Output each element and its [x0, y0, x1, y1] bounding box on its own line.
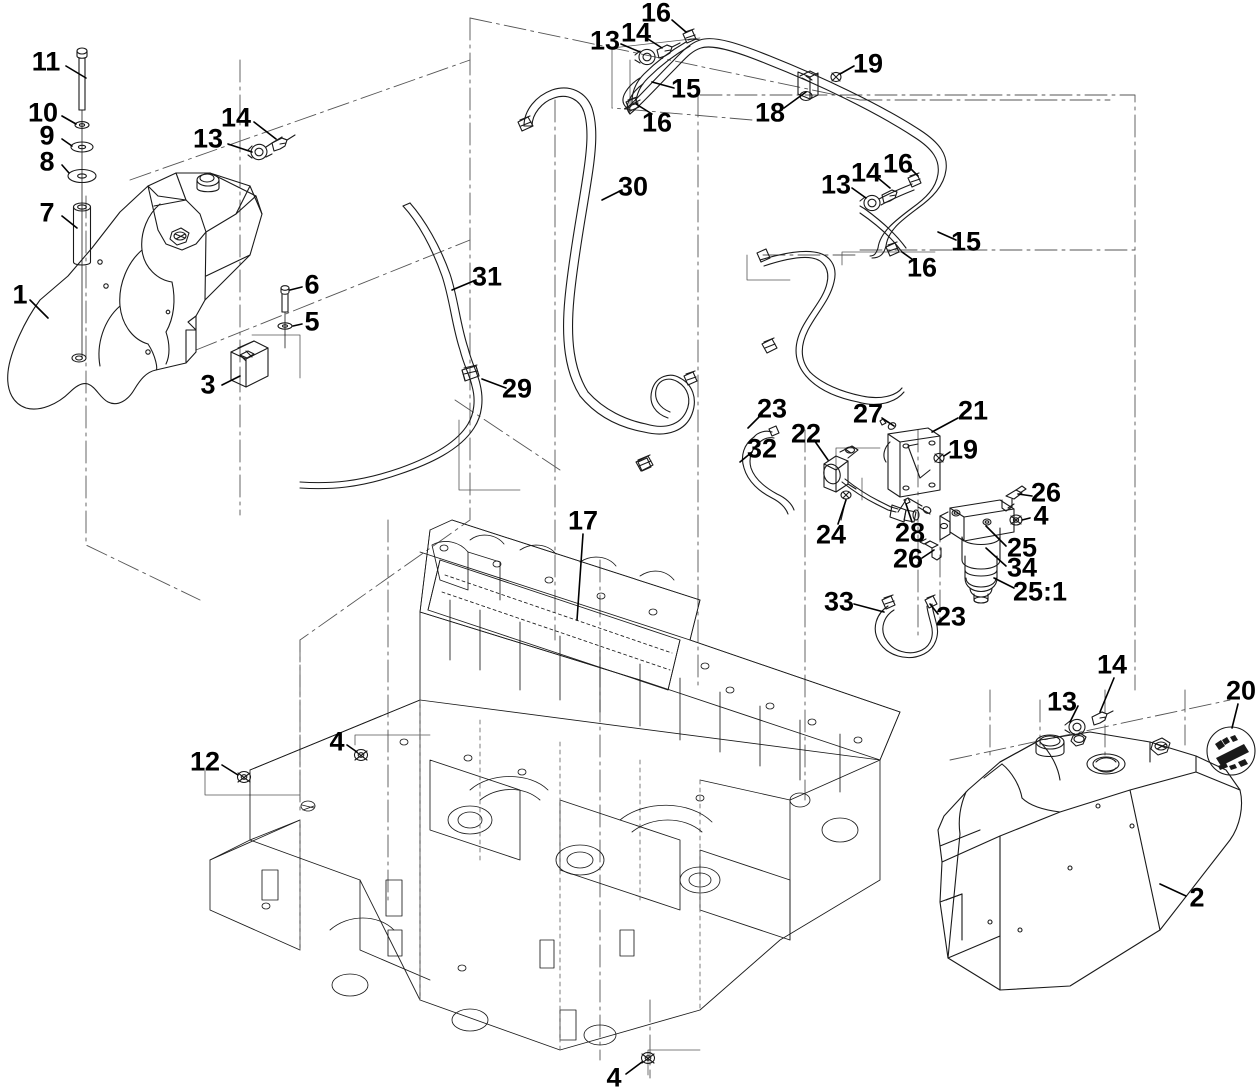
hose-clamp-23-lower-right: [924, 594, 938, 609]
callout-7: 7: [39, 197, 55, 228]
callout-4-frame-left: 4: [329, 726, 345, 757]
callout-26-top: 26: [1030, 477, 1062, 508]
callout-16-upper-left: 16: [641, 107, 673, 138]
hardware-stack-left: [67, 47, 97, 359]
callout-20: 20: [1225, 675, 1257, 706]
callout-29: 29: [501, 373, 533, 404]
hose-clamp-30-end: [517, 115, 534, 132]
bolt-28: [897, 497, 932, 515]
callout-10: 10: [27, 97, 59, 128]
fuel-pump-22: [823, 445, 932, 523]
callout-26-left: 26: [892, 543, 924, 574]
callout-16-top: 16: [640, 0, 672, 28]
engine-frame-17: [209, 519, 901, 1051]
callout-23-pump: 23: [756, 393, 788, 424]
callout-32: 32: [746, 433, 778, 464]
frame-fasteners: [261, 544, 863, 972]
callout-16-right-low: 16: [906, 252, 938, 283]
grommet-13-right: [859, 194, 881, 212]
callout-14-left-tank: 14: [220, 102, 252, 133]
grommet-13-right-tank: [1064, 718, 1086, 736]
fuel-line-15-right: [859, 172, 922, 257]
callout-22: 22: [790, 418, 822, 449]
callout-19-upper: 19: [852, 48, 884, 79]
callout-14-right-tank: 14: [1096, 649, 1128, 680]
callout-23-lower: 23: [935, 601, 967, 632]
callout-21: 21: [957, 395, 989, 426]
callout-2: 2: [1189, 882, 1205, 913]
tank-port-right: [1070, 732, 1087, 747]
elbow-fitting-26-left: [919, 538, 942, 561]
hose-clamp-16-right-top: [907, 172, 922, 188]
hose-clamp-29: [461, 364, 480, 382]
fuel-hose-30: [517, 87, 647, 433]
frame-nut-12: [236, 770, 252, 784]
callout-25: 25: [1006, 532, 1038, 563]
grommet-fitting-left-tank: [247, 134, 296, 161]
hose-clamp-23-left: [768, 425, 780, 437]
fitting-14-upper: [656, 42, 681, 59]
hose-clamp-right-upper: [756, 248, 771, 263]
fuel-hose-33: [874, 594, 939, 658]
callout-3: 3: [200, 369, 216, 400]
fuel-hose-right-loop: [637, 248, 905, 472]
nut-4-filter: [1009, 514, 1023, 526]
hose-clamp-16-right-low: [885, 241, 900, 257]
callout-33: 33: [823, 586, 855, 617]
callout-5: 5: [304, 306, 320, 337]
fitting-14-right-tank: [1091, 710, 1114, 726]
tank-mount-hardware: [230, 285, 293, 388]
fuel-hose-31: [299, 202, 654, 490]
callout-4-filter: 4: [1033, 500, 1049, 531]
fitting-14-right: [881, 189, 898, 204]
hose-clamp-right-30: [761, 337, 778, 354]
callout-25-1: 25:1: [1012, 576, 1068, 607]
callout-13-right-tank: 13: [1046, 686, 1078, 717]
hose-clamp-23-lower-left: [881, 594, 896, 610]
fuel-cap-decal-20: [1206, 726, 1256, 776]
callout-8: 8: [39, 146, 55, 177]
callout-18: 18: [754, 97, 786, 128]
callout-4-frame-bottom: 4: [606, 1062, 622, 1092]
left-fuel-tank: [7, 172, 263, 410]
fuel-line-15-upper: [622, 28, 947, 259]
callout-17: 17: [567, 505, 599, 536]
callout-11: 11: [31, 46, 61, 77]
callout-6: 6: [304, 269, 320, 300]
callout-14-upper: 14: [620, 17, 652, 48]
callout-34: 34: [1006, 552, 1038, 583]
construction-lines: [85, 17, 1231, 1079]
callout-14-right: 14: [850, 157, 882, 188]
callout-leaders: [29, 19, 1239, 1075]
elbow-fitting-26-top: [1001, 485, 1027, 512]
callout-28: 28: [894, 517, 926, 548]
callout-1: 1: [12, 279, 28, 310]
callout-27: 27: [852, 398, 884, 429]
hose-clamp-loop-top: [683, 370, 698, 386]
callout-9: 9: [39, 120, 55, 151]
callout-13-right: 13: [820, 169, 852, 200]
callout-12: 12: [189, 746, 221, 777]
callout-15-right: 15: [950, 226, 982, 257]
right-fuel-tank: [937, 731, 1243, 991]
screw-19-filter: [933, 452, 945, 464]
callout-15-upper: 15: [670, 73, 702, 104]
callout-13-left-tank: 13: [192, 123, 224, 154]
callout-24: 24: [815, 519, 847, 550]
callout-19-filter: 19: [947, 434, 979, 465]
callout-31: 31: [471, 261, 503, 292]
screw-19-upper: [830, 71, 842, 83]
screw-24: [840, 490, 852, 521]
hose-clamp-loop-bottom: [637, 457, 652, 472]
filter-bracket-21: [879, 418, 945, 498]
callout-13-upper: 13: [589, 25, 621, 56]
callout-30: 30: [617, 171, 649, 202]
callout-16-right-top: 16: [882, 148, 914, 179]
frame-nut-4b: [640, 1051, 656, 1065]
